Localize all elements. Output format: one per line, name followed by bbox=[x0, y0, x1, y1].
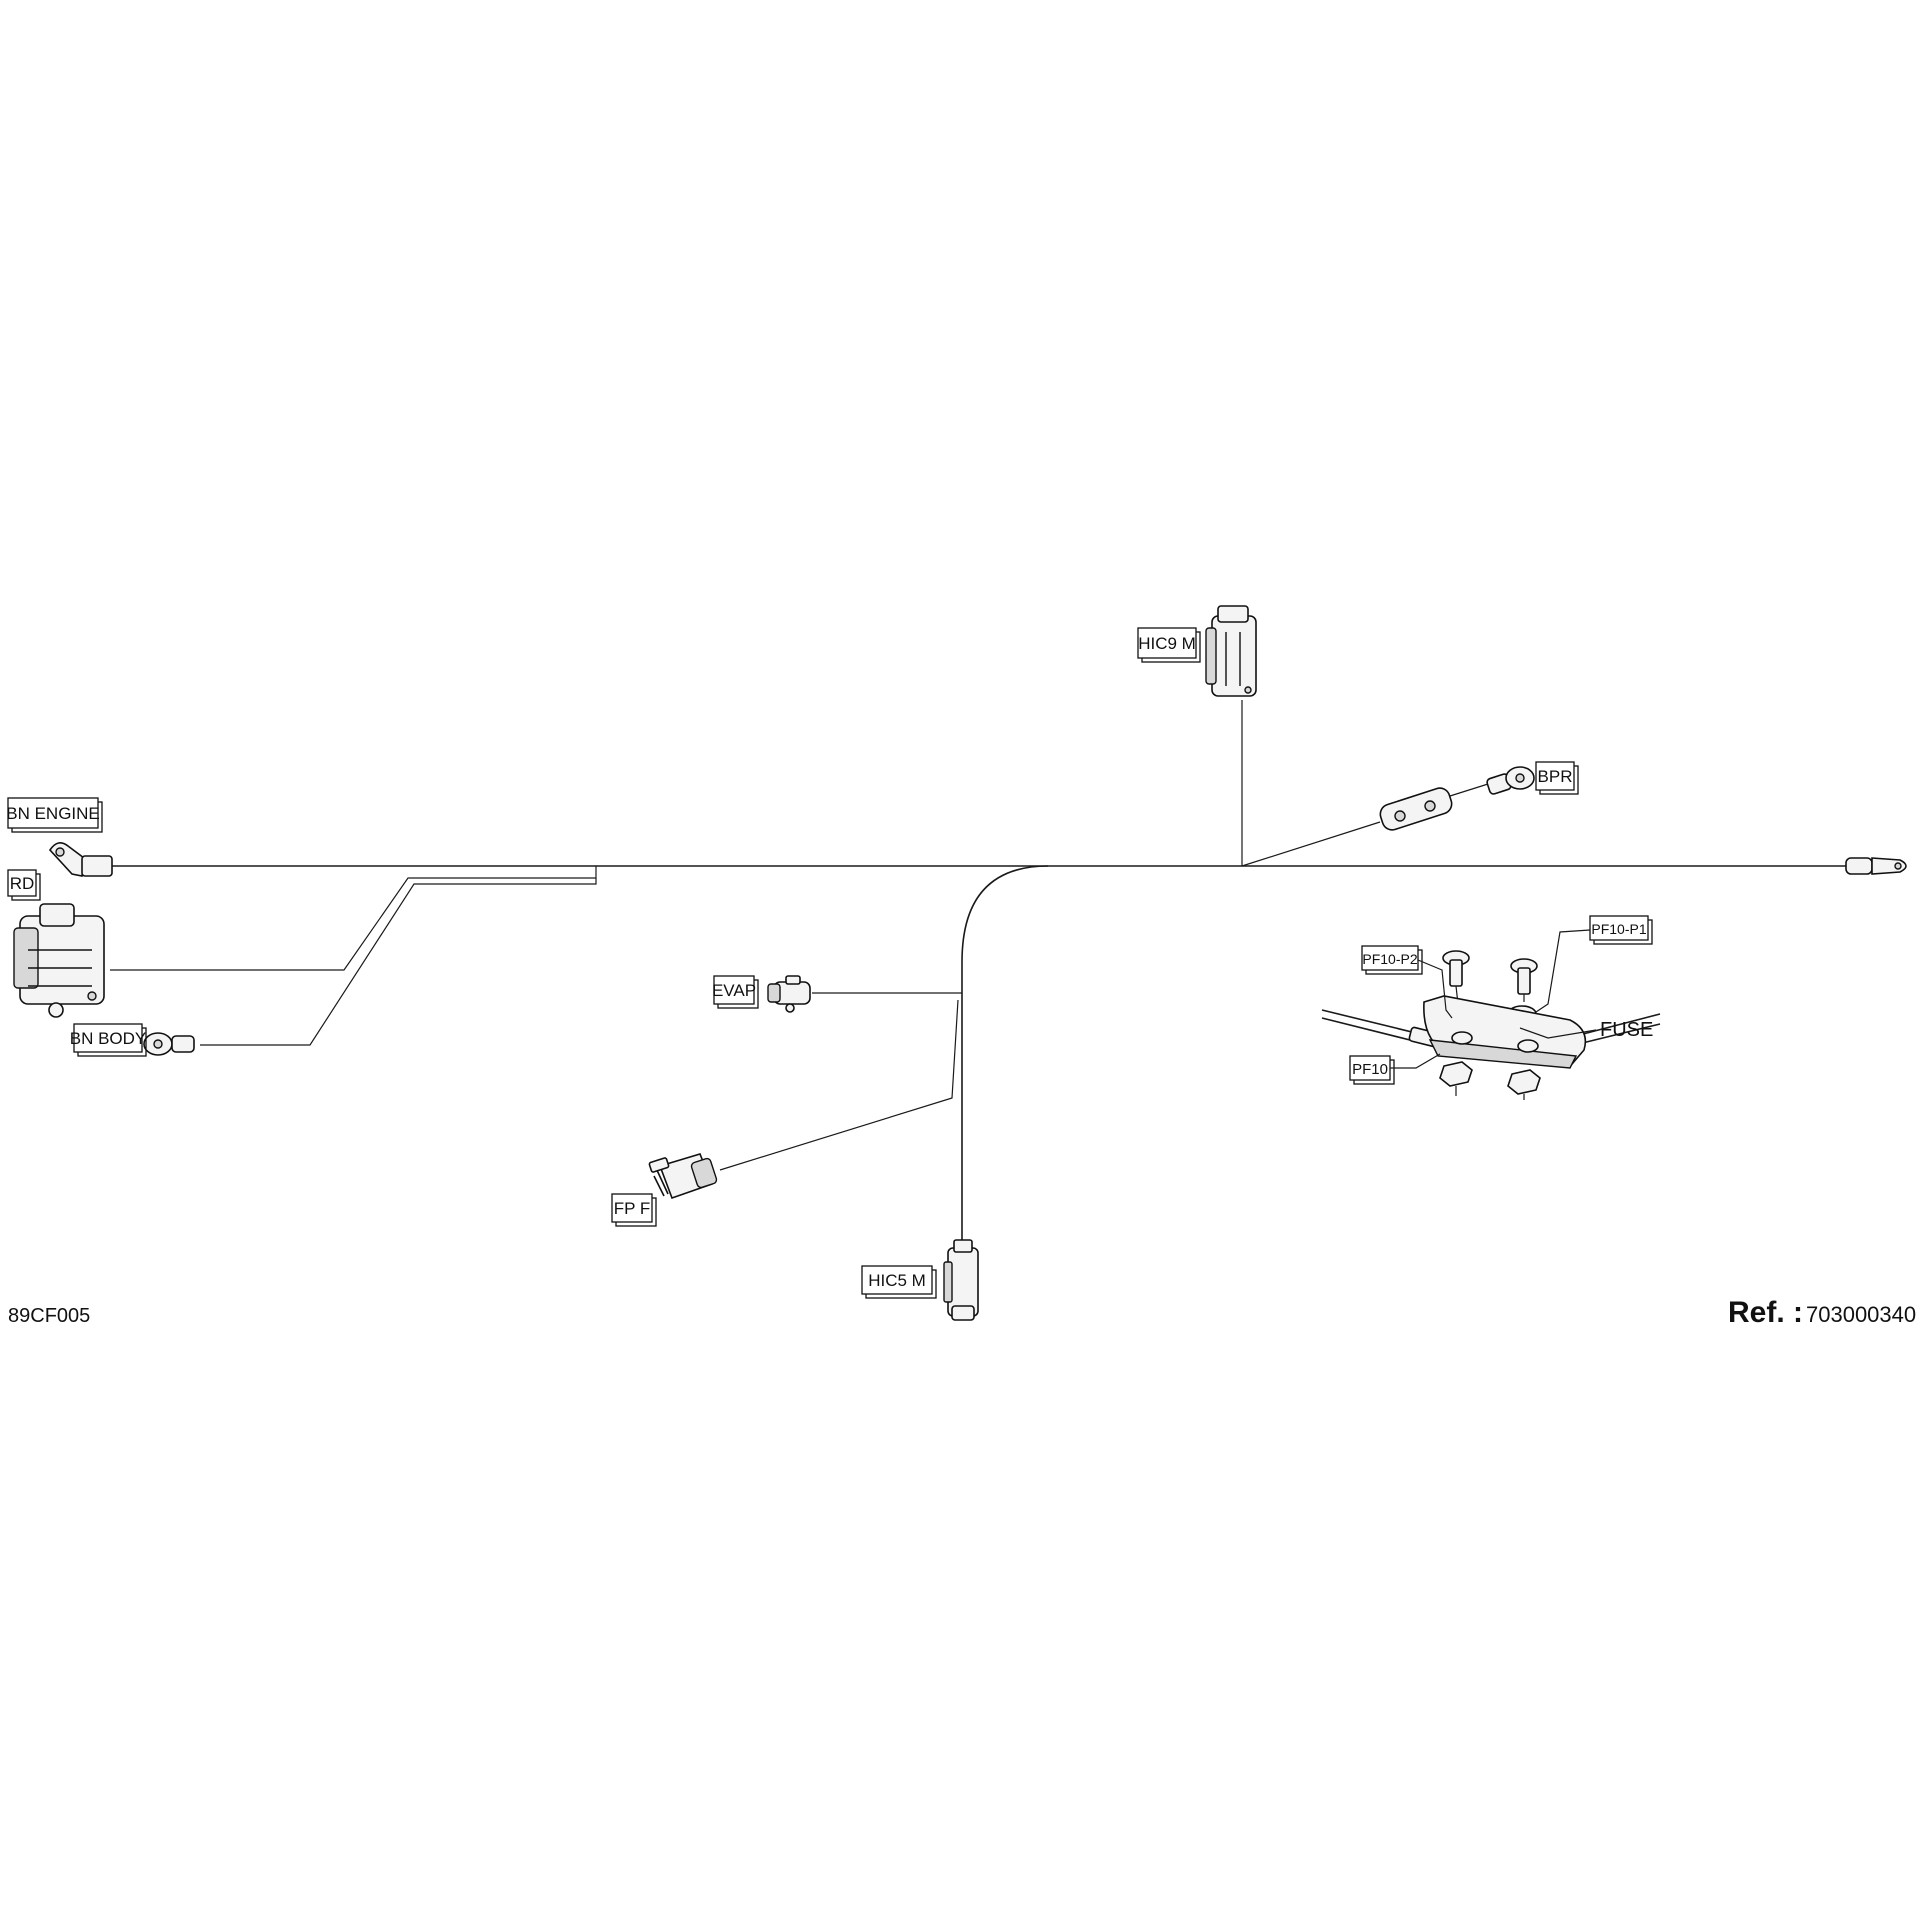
bn-body-terminal bbox=[143, 1032, 195, 1056]
label-pf10-p2: PF10-P2 bbox=[1361, 945, 1453, 1019]
hic5-branch-wire bbox=[961, 865, 1049, 1258]
label-bn-engine: BN ENGINE bbox=[6, 797, 103, 833]
bpr-branch-wire bbox=[1241, 821, 1381, 867]
label-bn-body: BN BODY bbox=[70, 1023, 147, 1057]
label-fuse: FUSE bbox=[1519, 1019, 1653, 1041]
pf10-fuse-block-assembly bbox=[1321, 950, 1661, 1100]
label-pf10-text: PF10 bbox=[1352, 1061, 1388, 1078]
label-bpr: BPR bbox=[1535, 761, 1579, 795]
hic9-connector bbox=[1205, 605, 1257, 697]
fp-connector bbox=[648, 1153, 718, 1200]
label-bn-body-text: BN BODY bbox=[70, 1029, 147, 1048]
label-hic5: HIC5 M bbox=[861, 1265, 937, 1299]
bn-engine-terminal bbox=[48, 842, 113, 877]
label-evap-text: EVAP bbox=[712, 981, 756, 1000]
label-evap: EVAP bbox=[712, 975, 759, 1009]
label-pf10-p1-text: PF10-P1 bbox=[1591, 921, 1646, 937]
hic5-connector bbox=[943, 1239, 979, 1321]
wire-harness bbox=[110, 700, 1850, 1258]
bpr-tail-wire bbox=[1449, 783, 1489, 797]
rd-branch-wire bbox=[110, 866, 597, 971]
label-bn-engine-text: BN ENGINE bbox=[6, 804, 100, 823]
label-hic5-text: HIC5 M bbox=[868, 1271, 926, 1290]
ref-number: 703000340 bbox=[1806, 1302, 1916, 1327]
label-pf10: PF10 bbox=[1349, 1053, 1441, 1085]
drawing-code: 89CF005 bbox=[8, 1305, 90, 1327]
label-fuse-text: FUSE bbox=[1600, 1019, 1653, 1041]
label-bpr-text: BPR bbox=[1538, 767, 1573, 786]
ref-label: Ref. : bbox=[1728, 1296, 1803, 1329]
pf10-input-cable bbox=[1321, 1009, 1421, 1035]
label-pf10-p2-text: PF10-P2 bbox=[1362, 951, 1417, 967]
label-fp: FP F bbox=[611, 1193, 657, 1227]
label-pf10-p1: PF10-P1 bbox=[1535, 915, 1653, 1013]
label-rd-text: RD bbox=[10, 874, 35, 893]
right-end-terminal bbox=[1845, 857, 1907, 875]
bpr-fuse-holder bbox=[1379, 787, 1453, 831]
rd-connector bbox=[13, 903, 105, 1018]
label-hic9-text: HIC9 M bbox=[1138, 634, 1196, 653]
label-rd: RD bbox=[7, 869, 41, 901]
bn-body-branch-wire bbox=[200, 878, 597, 1046]
label-fp-text: FP F bbox=[614, 1199, 651, 1218]
label-hic9: HIC9 M bbox=[1137, 627, 1201, 663]
bpr-terminal bbox=[1486, 766, 1535, 795]
fp-branch-wire bbox=[719, 999, 959, 1171]
evap-connector bbox=[767, 975, 811, 1013]
